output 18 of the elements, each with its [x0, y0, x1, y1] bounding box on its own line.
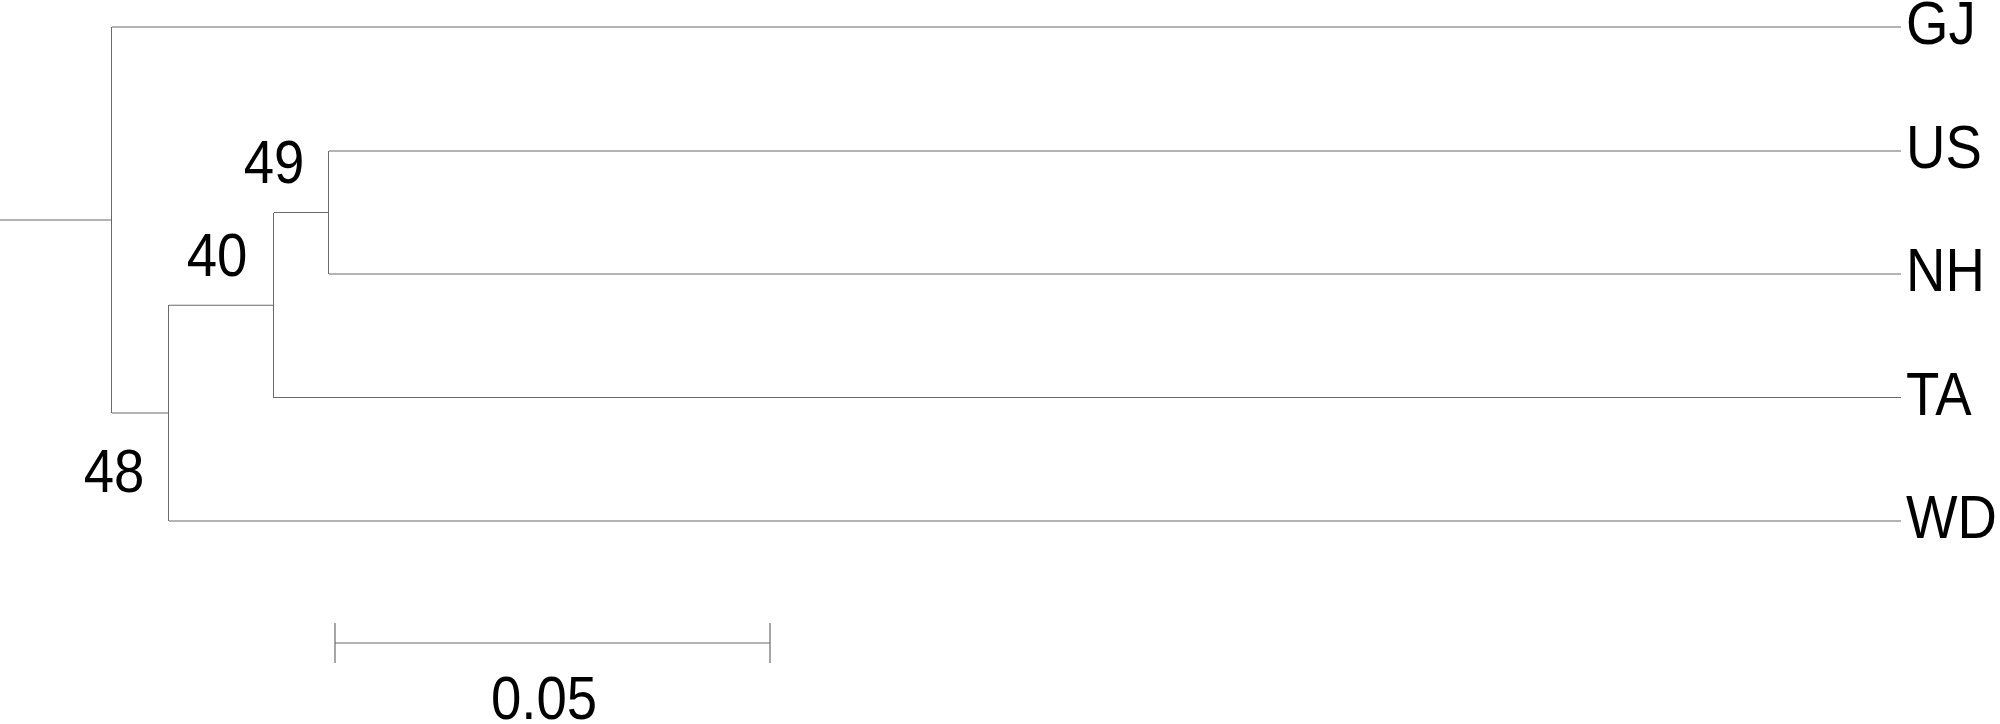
branch-line	[0, 219, 112, 221]
taxon-label: TA	[1906, 368, 1972, 419]
bootstrap-value: 49	[243, 137, 305, 187]
bootstrap-value: 48	[83, 445, 145, 496]
branch-line	[111, 26, 1902, 28]
bootstrap-value: 40	[186, 229, 248, 280]
taxon-label: WD	[1906, 492, 1997, 542]
branch-line	[273, 211, 329, 214]
taxon-label: GJ	[1906, 0, 1976, 48]
taxon-label: NH	[1906, 245, 1985, 295]
branch-line	[168, 520, 1902, 522]
scale-label: 0.05	[490, 673, 598, 723]
taxon-label: US	[1906, 122, 1982, 172]
branch-line	[328, 150, 1902, 152]
branch-line	[111, 412, 169, 414]
branch-line	[328, 273, 1902, 275]
branch-line	[168, 304, 274, 306]
branch-line	[273, 396, 1902, 399]
